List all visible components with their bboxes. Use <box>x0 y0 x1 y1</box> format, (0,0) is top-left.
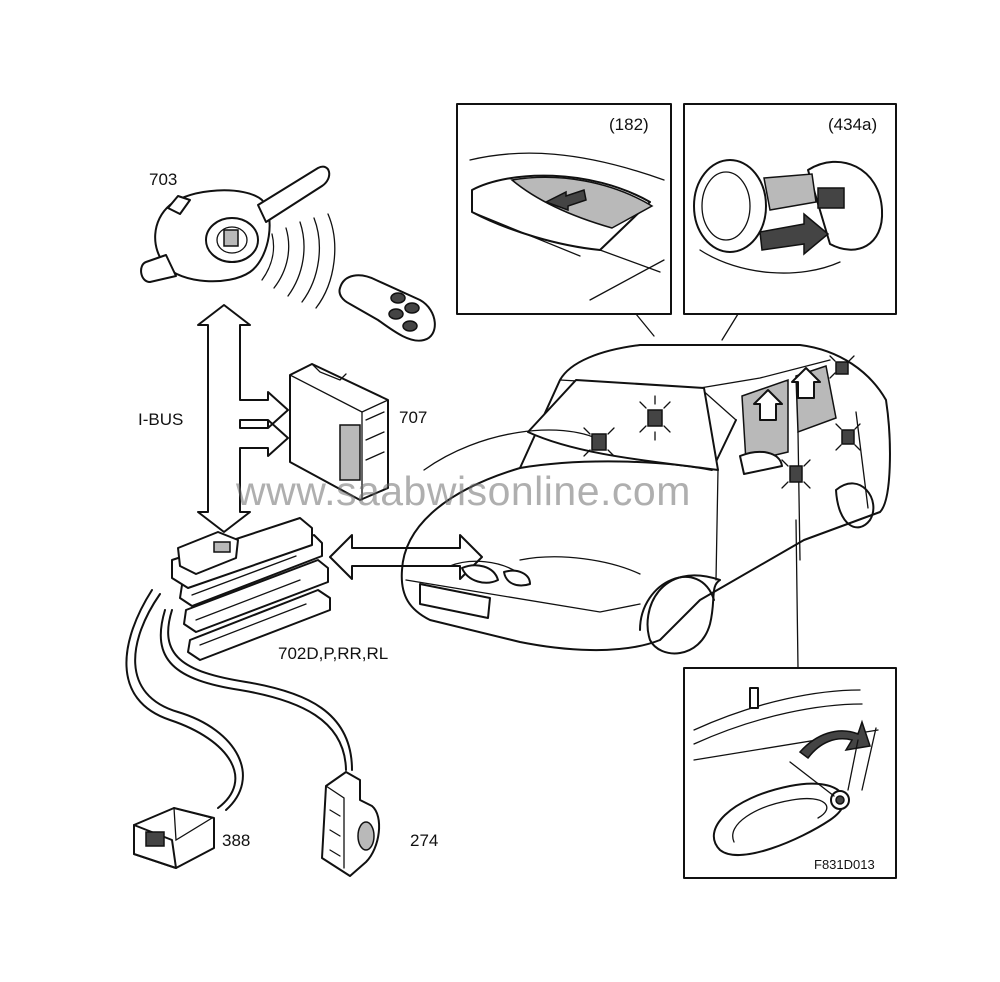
inset-sunroof <box>456 103 672 315</box>
i-bus-arrow <box>197 304 289 533</box>
label-388: 388 <box>222 831 251 850</box>
switch-cables <box>125 589 353 811</box>
remote-key-icon <box>338 274 436 342</box>
signal-waves-icon <box>261 213 336 309</box>
label-274: 274 <box>410 831 439 850</box>
inset-door-handle <box>683 667 897 879</box>
control-unit <box>289 363 389 501</box>
steering-column-module <box>140 165 331 283</box>
figure-code: F831D013 <box>814 857 875 872</box>
label-i-bus: I-BUS <box>138 410 184 429</box>
light-burst-icon <box>583 355 861 489</box>
label-703: 703 <box>149 170 178 189</box>
switch-274 <box>321 771 381 877</box>
car-illustration <box>400 344 891 655</box>
switch-388 <box>133 807 215 869</box>
watermark: www.saabwisonline.com <box>236 468 691 514</box>
window-up-arrows <box>753 367 821 421</box>
door-module-stack <box>171 517 331 661</box>
label-inset-434a: (434a) <box>828 115 878 134</box>
label-707: 707 <box>399 408 428 427</box>
inset-fuel-door <box>683 103 897 315</box>
label-inset-182: (182) <box>609 115 649 134</box>
label-702: 702D,P,RR,RL <box>278 644 389 663</box>
double-arrow-icon <box>329 534 483 580</box>
